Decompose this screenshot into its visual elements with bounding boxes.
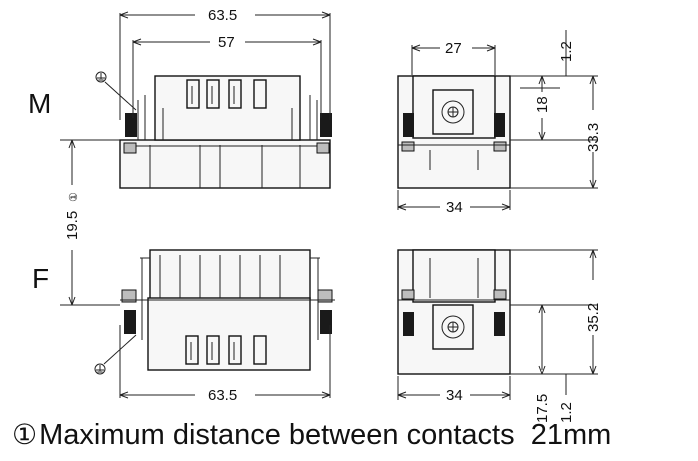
svg-text:34: 34 [446, 199, 463, 216]
male-label: M [28, 88, 51, 119]
footnote-text: Maximum distance between contacts [39, 419, 515, 451]
female-side-view [397, 249, 511, 375]
dimension-female-side-vertical: 35.2 17.5 1.2 [510, 249, 602, 423]
svg-text:1.2: 1.2 [558, 41, 575, 62]
svg-text:33.3: 33.3 [585, 123, 602, 152]
svg-text:①: ① [68, 192, 80, 202]
female-front-view [120, 249, 335, 371]
dimension-male-side-vertical: 1.2 18 33.3 [510, 30, 602, 189]
female-label: F [32, 263, 49, 294]
male-side-view [397, 75, 511, 189]
svg-text:57: 57 [218, 34, 235, 51]
svg-text:17.5: 17.5 [534, 394, 551, 423]
footnote-marker: ① [12, 419, 38, 450]
dimension-male-side-bottom: 34 [397, 190, 511, 216]
svg-text:35.2: 35.2 [585, 303, 602, 332]
svg-text:27: 27 [445, 40, 462, 57]
svg-text:1.2: 1.2 [558, 402, 575, 423]
dimension-female-side-bottom: 34 [397, 376, 511, 404]
male-front-view [119, 75, 332, 189]
ground-symbol-icon [94, 334, 137, 375]
dimension-male-inner: 57 [132, 34, 322, 118]
svg-text:18: 18 [534, 96, 551, 113]
dimension-mating-height: 19.5 ① [60, 139, 120, 306]
dimension-male-side-top: 27 [411, 40, 496, 75]
footnote-value: 21mm [530, 419, 612, 451]
dimension-male-width: 63.5 [119, 7, 331, 120]
svg-text:63.5: 63.5 [208, 7, 237, 24]
ground-symbol-icon [95, 71, 137, 111]
svg-text:34: 34 [446, 387, 463, 404]
dimension-female-width: 63.5 [119, 325, 331, 404]
footnote: ①Maximum distance between contacts 21mm [12, 418, 698, 452]
svg-text:63.5: 63.5 [208, 387, 237, 404]
svg-text:19.5: 19.5 [64, 211, 81, 240]
